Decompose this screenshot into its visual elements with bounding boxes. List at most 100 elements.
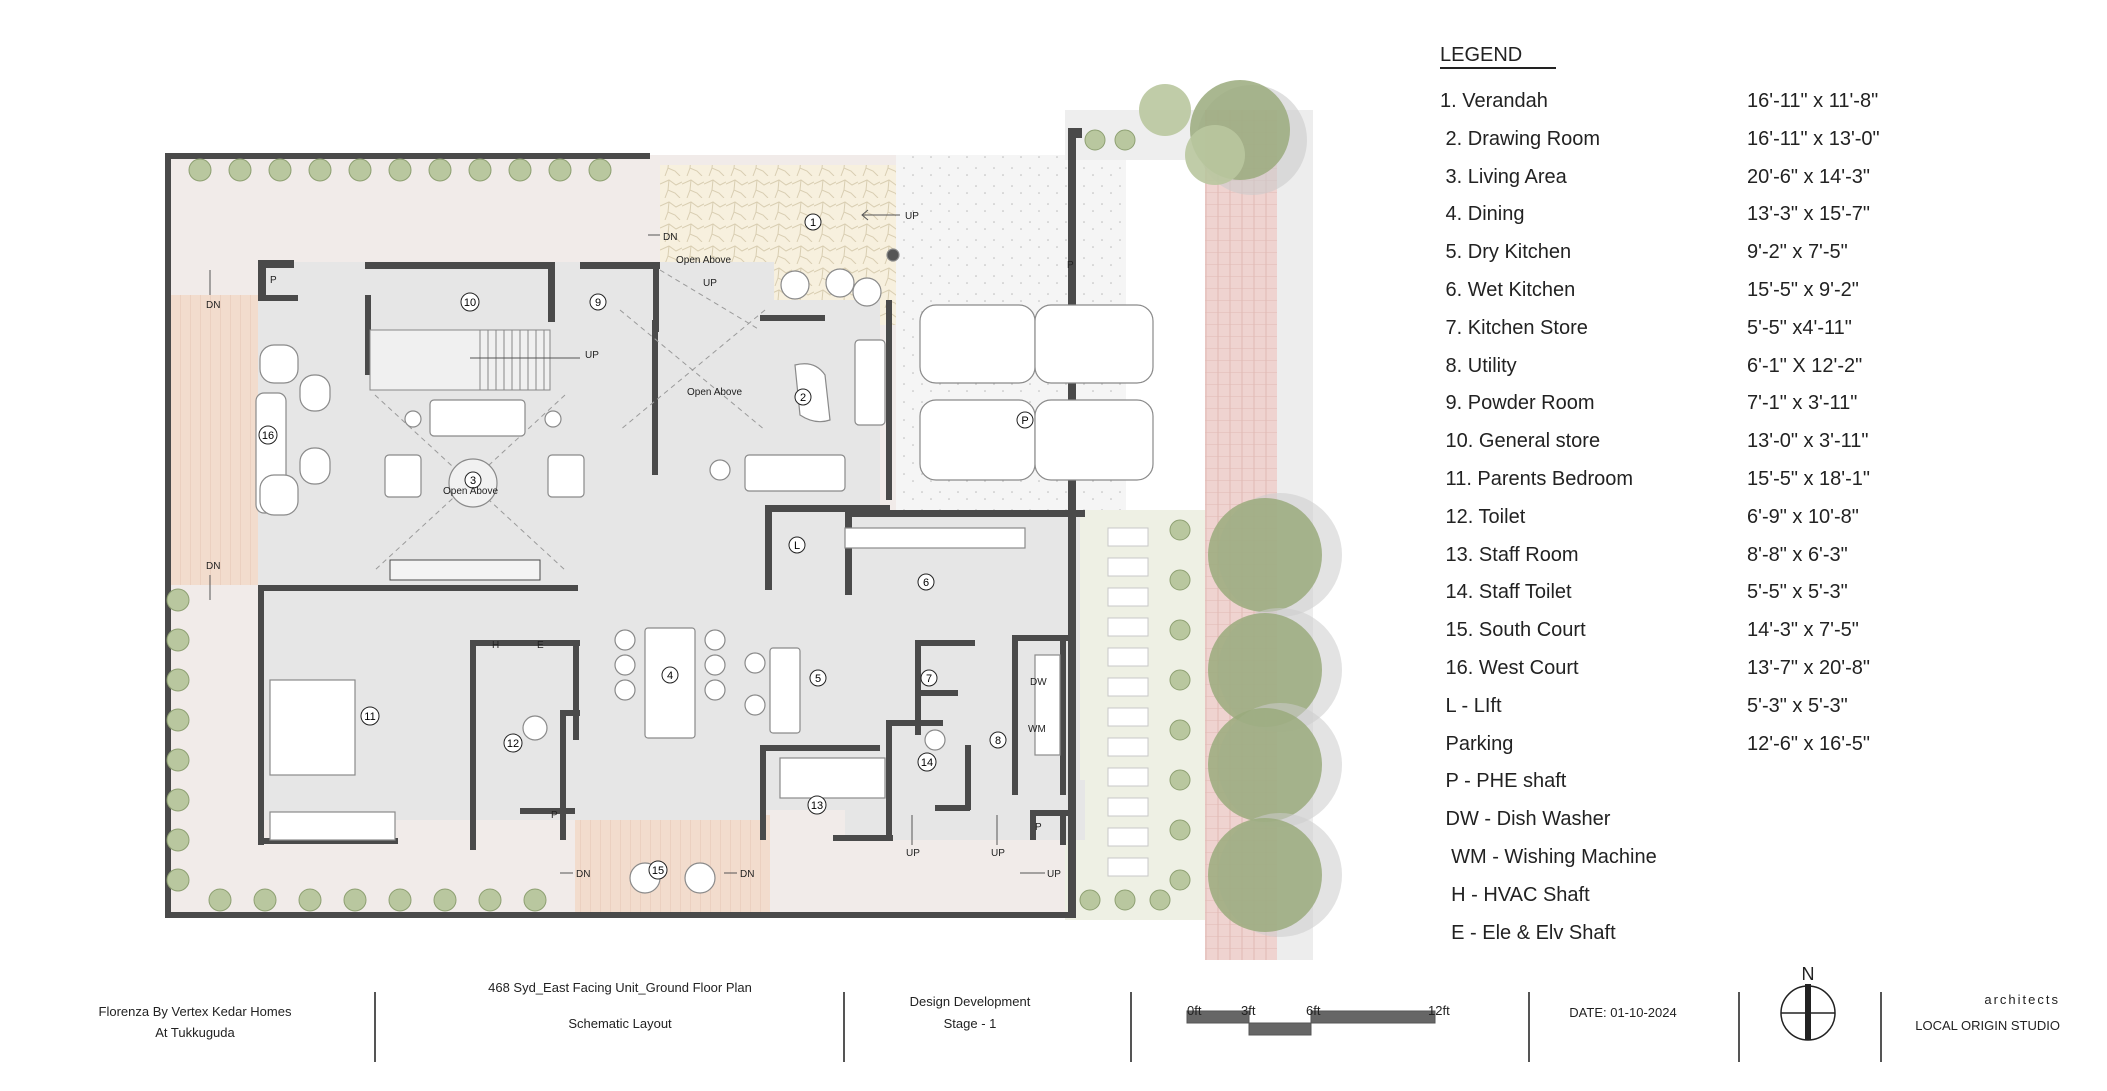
drawing-title: 468 Syd_East Facing Unit_Ground Floor Pl…: [488, 980, 752, 995]
stage-line-2: Stage - 1: [943, 1016, 997, 1031]
legend-item-dimension: 6'-9" x 10'-8": [1747, 505, 1859, 528]
room-tag-12: 12: [503, 733, 523, 753]
svg-text:16: 16: [262, 430, 274, 442]
legend-item-label: 10. General store: [1440, 430, 1601, 453]
legend-item-label: 13. Staff Room: [1440, 543, 1579, 566]
legend-item-label: 5. Dry Kitchen: [1440, 241, 1572, 264]
room-tag-15: 15: [648, 860, 668, 880]
legend-item-dimension: 16'-11" x 13'-0": [1747, 127, 1880, 150]
up-note-staff: UP: [906, 848, 920, 859]
legend-item-label: 12. Toilet: [1440, 505, 1526, 528]
legend-item-label: WM - Wishing Machine: [1440, 846, 1657, 868]
legend-item-dimension: 12'-6" x 16'-5": [1747, 732, 1871, 755]
room-tags: 1 2 3 4 5 6 7 8 9 10 11 12 13 14 15 16 L…: [258, 213, 1034, 880]
dn-note-verandah: DN: [663, 232, 677, 243]
legend-item-label: 16. West Court: [1440, 657, 1579, 679]
titleblock-divider-4: [1528, 992, 1530, 1062]
room-tag-1: 1: [804, 213, 822, 231]
legend-item-label: H - HVAC Shaft: [1440, 883, 1590, 906]
svg-text:10: 10: [464, 297, 476, 309]
legend-item-label: 11. Parents Bedroom: [1440, 468, 1634, 490]
legend-item-label: 14. Staff Toilet: [1440, 581, 1572, 604]
svg-text:4: 4: [667, 670, 673, 682]
client-line-2: At Tukkuguda: [155, 1025, 235, 1040]
legend-item-label: 1. Verandah: [1440, 90, 1548, 112]
legend-item-label: DW - Dish Washer: [1440, 808, 1611, 831]
svg-text:1: 1: [810, 217, 816, 229]
staircase: [369, 329, 580, 391]
legend-item-dimension: 7'-1" x 3'-11": [1747, 392, 1858, 415]
room-tag-4: 4: [661, 666, 679, 684]
svg-text:11: 11: [364, 711, 375, 723]
svg-text:P: P: [1021, 415, 1028, 427]
north-label: N: [1801, 964, 1815, 984]
dn-note-west-top: DN: [206, 300, 220, 311]
room-tag-10: 10: [460, 292, 480, 312]
titleblock-divider-5: [1738, 992, 1740, 1062]
svg-text:12: 12: [507, 738, 519, 750]
legend-item-label: E - Ele & Elv Shaft: [1440, 921, 1616, 944]
room-tag-14: 14: [917, 752, 937, 772]
legend-item-dimension: 13'-0" x 3'-11": [1747, 430, 1869, 453]
svg-text:5: 5: [815, 673, 821, 685]
svg-text:2: 2: [800, 392, 806, 404]
scale-label-6: 6ft: [1306, 1003, 1321, 1018]
shaft-label-west: P: [270, 275, 277, 286]
scale-bar: [1186, 1010, 1436, 1036]
scale-label-3: 3ft: [1241, 1003, 1256, 1018]
stage-line-1: Design Development: [909, 994, 1031, 1009]
drawing-subtitle: Schematic Layout: [568, 1016, 672, 1031]
plan-labels: P P P P H E DW WM Open Above Open Above …: [206, 211, 1074, 880]
svg-text:14: 14: [921, 757, 933, 769]
legend-item-dimension: 14'-3" x 7'-5": [1747, 619, 1859, 642]
room-tag-2: 2: [794, 388, 812, 406]
legend-item-label: 4. Dining: [1440, 203, 1525, 226]
legend-item-dimension: 15'-5" x 9'-2": [1747, 279, 1859, 301]
room-tag-7: 7: [920, 669, 938, 687]
legend-item-dimension: 16'-11" x 11'-8": [1747, 90, 1879, 112]
open-above-note-1: Open Above: [676, 255, 731, 266]
room-tag-6: 6: [917, 573, 935, 591]
legend-item-label: P - PHE shaft: [1440, 770, 1567, 793]
legend-item-dimension: 15'-5" x 18'-1": [1747, 468, 1871, 490]
svg-text:9: 9: [595, 297, 601, 309]
elec-label: E: [537, 640, 544, 651]
client-line-1: Florenza By Vertex Kedar Homes: [98, 1004, 292, 1019]
dn-note-west-bottom: DN: [206, 561, 220, 572]
legend-item-dimension: 8'-8" x 6'-3": [1747, 543, 1848, 566]
legend-item-label: 3. Living Area: [1440, 165, 1567, 188]
legend-item-label: 2. Drawing Room: [1440, 127, 1601, 150]
legend-item-dimension: 5'-5" x4'-11": [1747, 316, 1852, 339]
firm-line-1: architects: [1984, 992, 2060, 1007]
up-note-stair: UP: [585, 350, 599, 361]
legend-title: LEGEND: [1440, 44, 1557, 69]
legend-item-dimension: 13'-3" x 15'-7": [1747, 203, 1871, 226]
scale-label-0: 0ft: [1187, 1003, 1202, 1018]
titleblock-divider-6: [1880, 992, 1882, 1062]
shaft-label-south: P: [551, 810, 558, 821]
legend-item-dimension: 5'-3" x 5'-3": [1747, 694, 1848, 717]
legend-item-label: 7. Kitchen Store: [1440, 316, 1588, 339]
room-tag-5: 5: [809, 669, 827, 687]
dw-label: DW: [1030, 677, 1047, 688]
hvac-label: H: [492, 640, 499, 651]
hedge-shrubs: [166, 129, 1191, 912]
walls: [165, 128, 1085, 918]
legend-item-label: L - LIft: [1440, 694, 1502, 717]
svg-text:13: 13: [811, 800, 823, 812]
dn-note-south-east: DN: [740, 869, 754, 880]
room-tag-3: 3: [464, 471, 482, 489]
legend-item-label: Parking: [1440, 732, 1514, 755]
furniture: [255, 248, 1154, 894]
up-note-entry: UP: [703, 278, 717, 289]
firm-line-2: LOCAL ORIGIN STUDIO: [1915, 1018, 2060, 1033]
lift-tag: L: [788, 536, 806, 554]
svg-text:6: 6: [923, 577, 929, 589]
legend-item-dimension: 6'-1" X 12'-2": [1747, 354, 1863, 377]
room-tag-16: 16: [258, 425, 278, 445]
shaft-label-east: P: [1067, 260, 1074, 271]
legend-item-label: 9. Powder Room: [1440, 392, 1595, 415]
wm-label: WM: [1028, 724, 1046, 735]
legend-item-dimension: 9'-2" x 7'-5": [1747, 241, 1848, 264]
room-tag-9: 9: [589, 293, 607, 311]
